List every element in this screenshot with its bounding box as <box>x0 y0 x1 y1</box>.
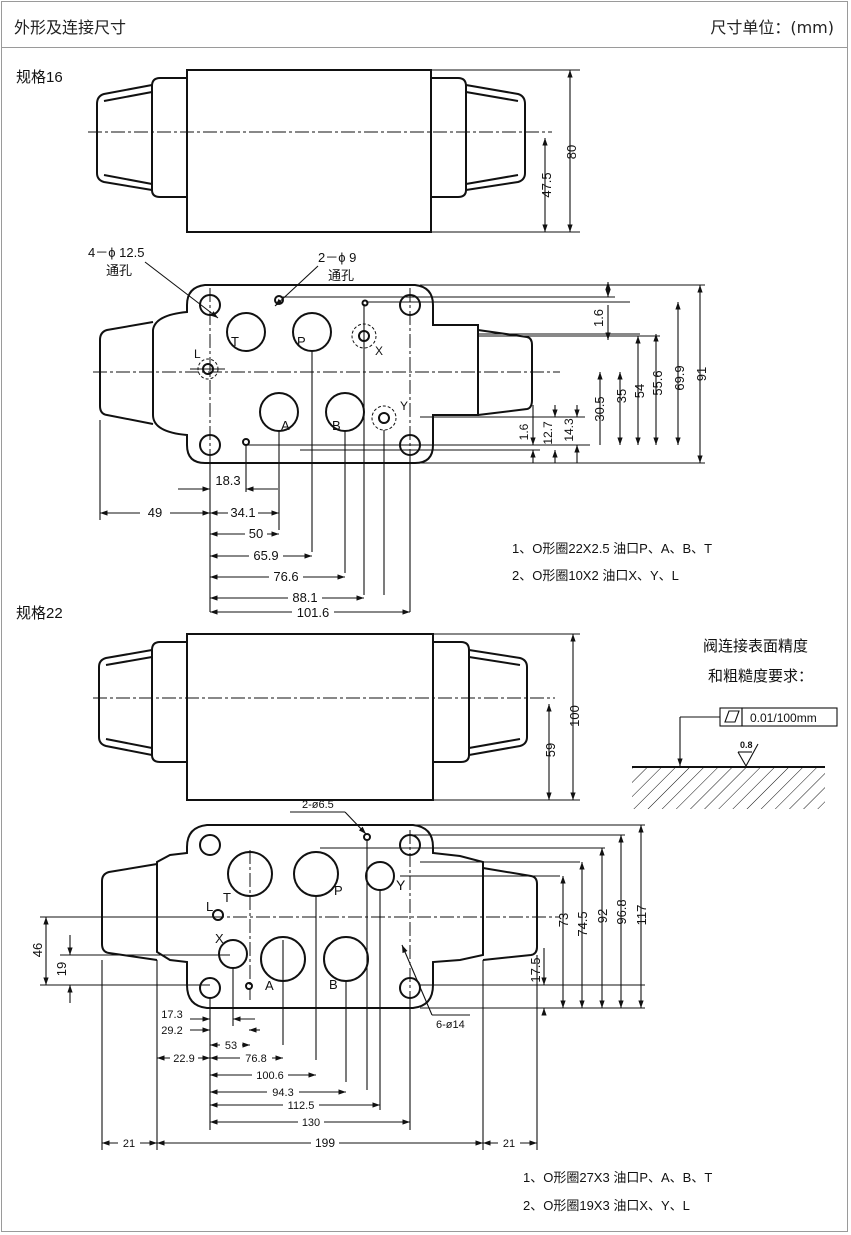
page-title: 外形及连接尺寸 <box>14 18 127 37</box>
dim-91: 91 <box>694 367 709 381</box>
port-X-22: X <box>215 931 224 946</box>
through-hole-label-1: 通孔 <box>106 263 132 278</box>
port-P-16: P <box>297 334 306 349</box>
flatness-value: 0.01/100mm <box>750 711 817 725</box>
dim-19: 19 <box>54 962 69 976</box>
hole-2-label: 2－ϕ 9 <box>318 250 356 265</box>
dim-130: 130 <box>302 1117 320 1129</box>
size16-front-view: 80 47.5 <box>88 69 580 233</box>
surface-title-1: 阀连接表面精度 <box>703 638 808 655</box>
roughness-value: 0.8 <box>740 740 753 750</box>
dim-80: 80 <box>564 145 579 159</box>
dim-53: 53 <box>225 1040 237 1052</box>
size22-top-view: T P Y L X A B 2-ø6.5 6-ø14 46 19 17.5 <box>30 799 649 1150</box>
dim-65-9: 65.9 <box>253 548 278 563</box>
hatched-surface <box>632 766 825 809</box>
units-label: 尺寸单位：(mm) <box>710 18 834 37</box>
port-A-16: A <box>281 418 290 433</box>
roughness-symbol: 0.8 <box>737 740 759 768</box>
flatness-callout: 0.01/100mm <box>677 707 838 766</box>
dim-17-5: 17.5 <box>528 957 543 982</box>
port-L-16: L <box>194 347 201 361</box>
dim-46: 46 <box>30 943 45 957</box>
size22-note-1: 1、O形圈27X3 油口P、A、B、T <box>523 1170 712 1185</box>
dim-49: 49 <box>148 505 162 520</box>
dim-1-6-small: 1.6 <box>517 423 531 440</box>
dim-12-7: 12.7 <box>541 421 555 445</box>
dim-34-1: 34.1 <box>230 505 255 520</box>
port-Y-22: Y <box>396 877 406 893</box>
size16-note-2: 2、O形圈10X2 油口X、Y、L <box>512 568 679 583</box>
dim-112-5: 112.5 <box>288 1100 315 1112</box>
dim-35: 35 <box>614 389 629 403</box>
size22-front-view: 100 59 <box>93 633 582 801</box>
dim-17-3: 17.3 <box>161 1009 182 1021</box>
dim-69-9: 69.9 <box>672 365 687 390</box>
port-Y-16: Y <box>400 399 408 413</box>
hole-2-22-label: 2-ø6.5 <box>302 799 334 811</box>
size16-note-1: 1、O形圈22X2.5 油口P、A、B、T <box>512 541 712 556</box>
hole-6-label: 6-ø14 <box>436 1019 465 1031</box>
size22-note-2: 2、O形圈19X3 油口X、Y、L <box>523 1198 690 1213</box>
dim-100-6: 100.6 <box>256 1070 284 1082</box>
dim-54: 54 <box>632 384 647 398</box>
dim-30-5: 30.5 <box>592 396 607 421</box>
port-L-22: L <box>206 899 213 914</box>
dim-88-1: 88.1 <box>292 590 317 605</box>
dim-76-8: 76.8 <box>245 1053 266 1065</box>
dim-94-3: 94.3 <box>272 1087 293 1099</box>
port-X-16: X <box>375 344 383 358</box>
dim-1-6-top: 1.6 <box>591 309 606 327</box>
through-hole-label-2: 通孔 <box>328 268 354 283</box>
hole-4-label: 4－ϕ 12.5 <box>88 245 144 260</box>
dim-76-6: 76.6 <box>273 569 298 584</box>
port-T-22: T <box>223 890 231 905</box>
dim-100: 100 <box>567 705 582 727</box>
port-P-22: P <box>334 883 343 898</box>
dim-101-6: 101.6 <box>297 605 330 620</box>
dim-18-3: 18.3 <box>215 473 240 488</box>
size16-label: 规格16 <box>16 69 63 86</box>
port-B-16: B <box>332 418 341 433</box>
dim-73: 73 <box>556 913 571 927</box>
dim-117: 117 <box>634 905 649 926</box>
dim-14-3: 14.3 <box>562 418 576 442</box>
port-T-16: T <box>231 334 239 349</box>
dim-21-right: 21 <box>503 1138 515 1150</box>
dim-29-2: 29.2 <box>161 1025 182 1037</box>
header-bar: 外形及连接尺寸 尺寸单位：(mm) <box>1 1 848 48</box>
surface-title-2: 和粗糙度要求： <box>708 668 813 685</box>
dim-199: 199 <box>315 1136 335 1150</box>
dim-47-5: 47.5 <box>539 172 554 197</box>
port-A-22: A <box>265 978 274 993</box>
dim-22-9: 22.9 <box>173 1053 194 1065</box>
size22-label: 规格22 <box>16 605 63 622</box>
port-B-22: B <box>329 977 338 992</box>
dim-50: 50 <box>249 526 263 541</box>
dim-59: 59 <box>543 743 558 757</box>
dim-96-8: 96.8 <box>614 899 629 924</box>
dim-92: 92 <box>595 909 610 923</box>
dim-55-6: 55.6 <box>650 370 665 395</box>
dim-74-5: 74.5 <box>575 911 590 936</box>
size16-top-view: T P X L A B Y 4－ϕ 12.5 通孔 2－ϕ 9 通孔 1.6 3… <box>88 245 709 620</box>
dim-21-left: 21 <box>123 1138 135 1150</box>
